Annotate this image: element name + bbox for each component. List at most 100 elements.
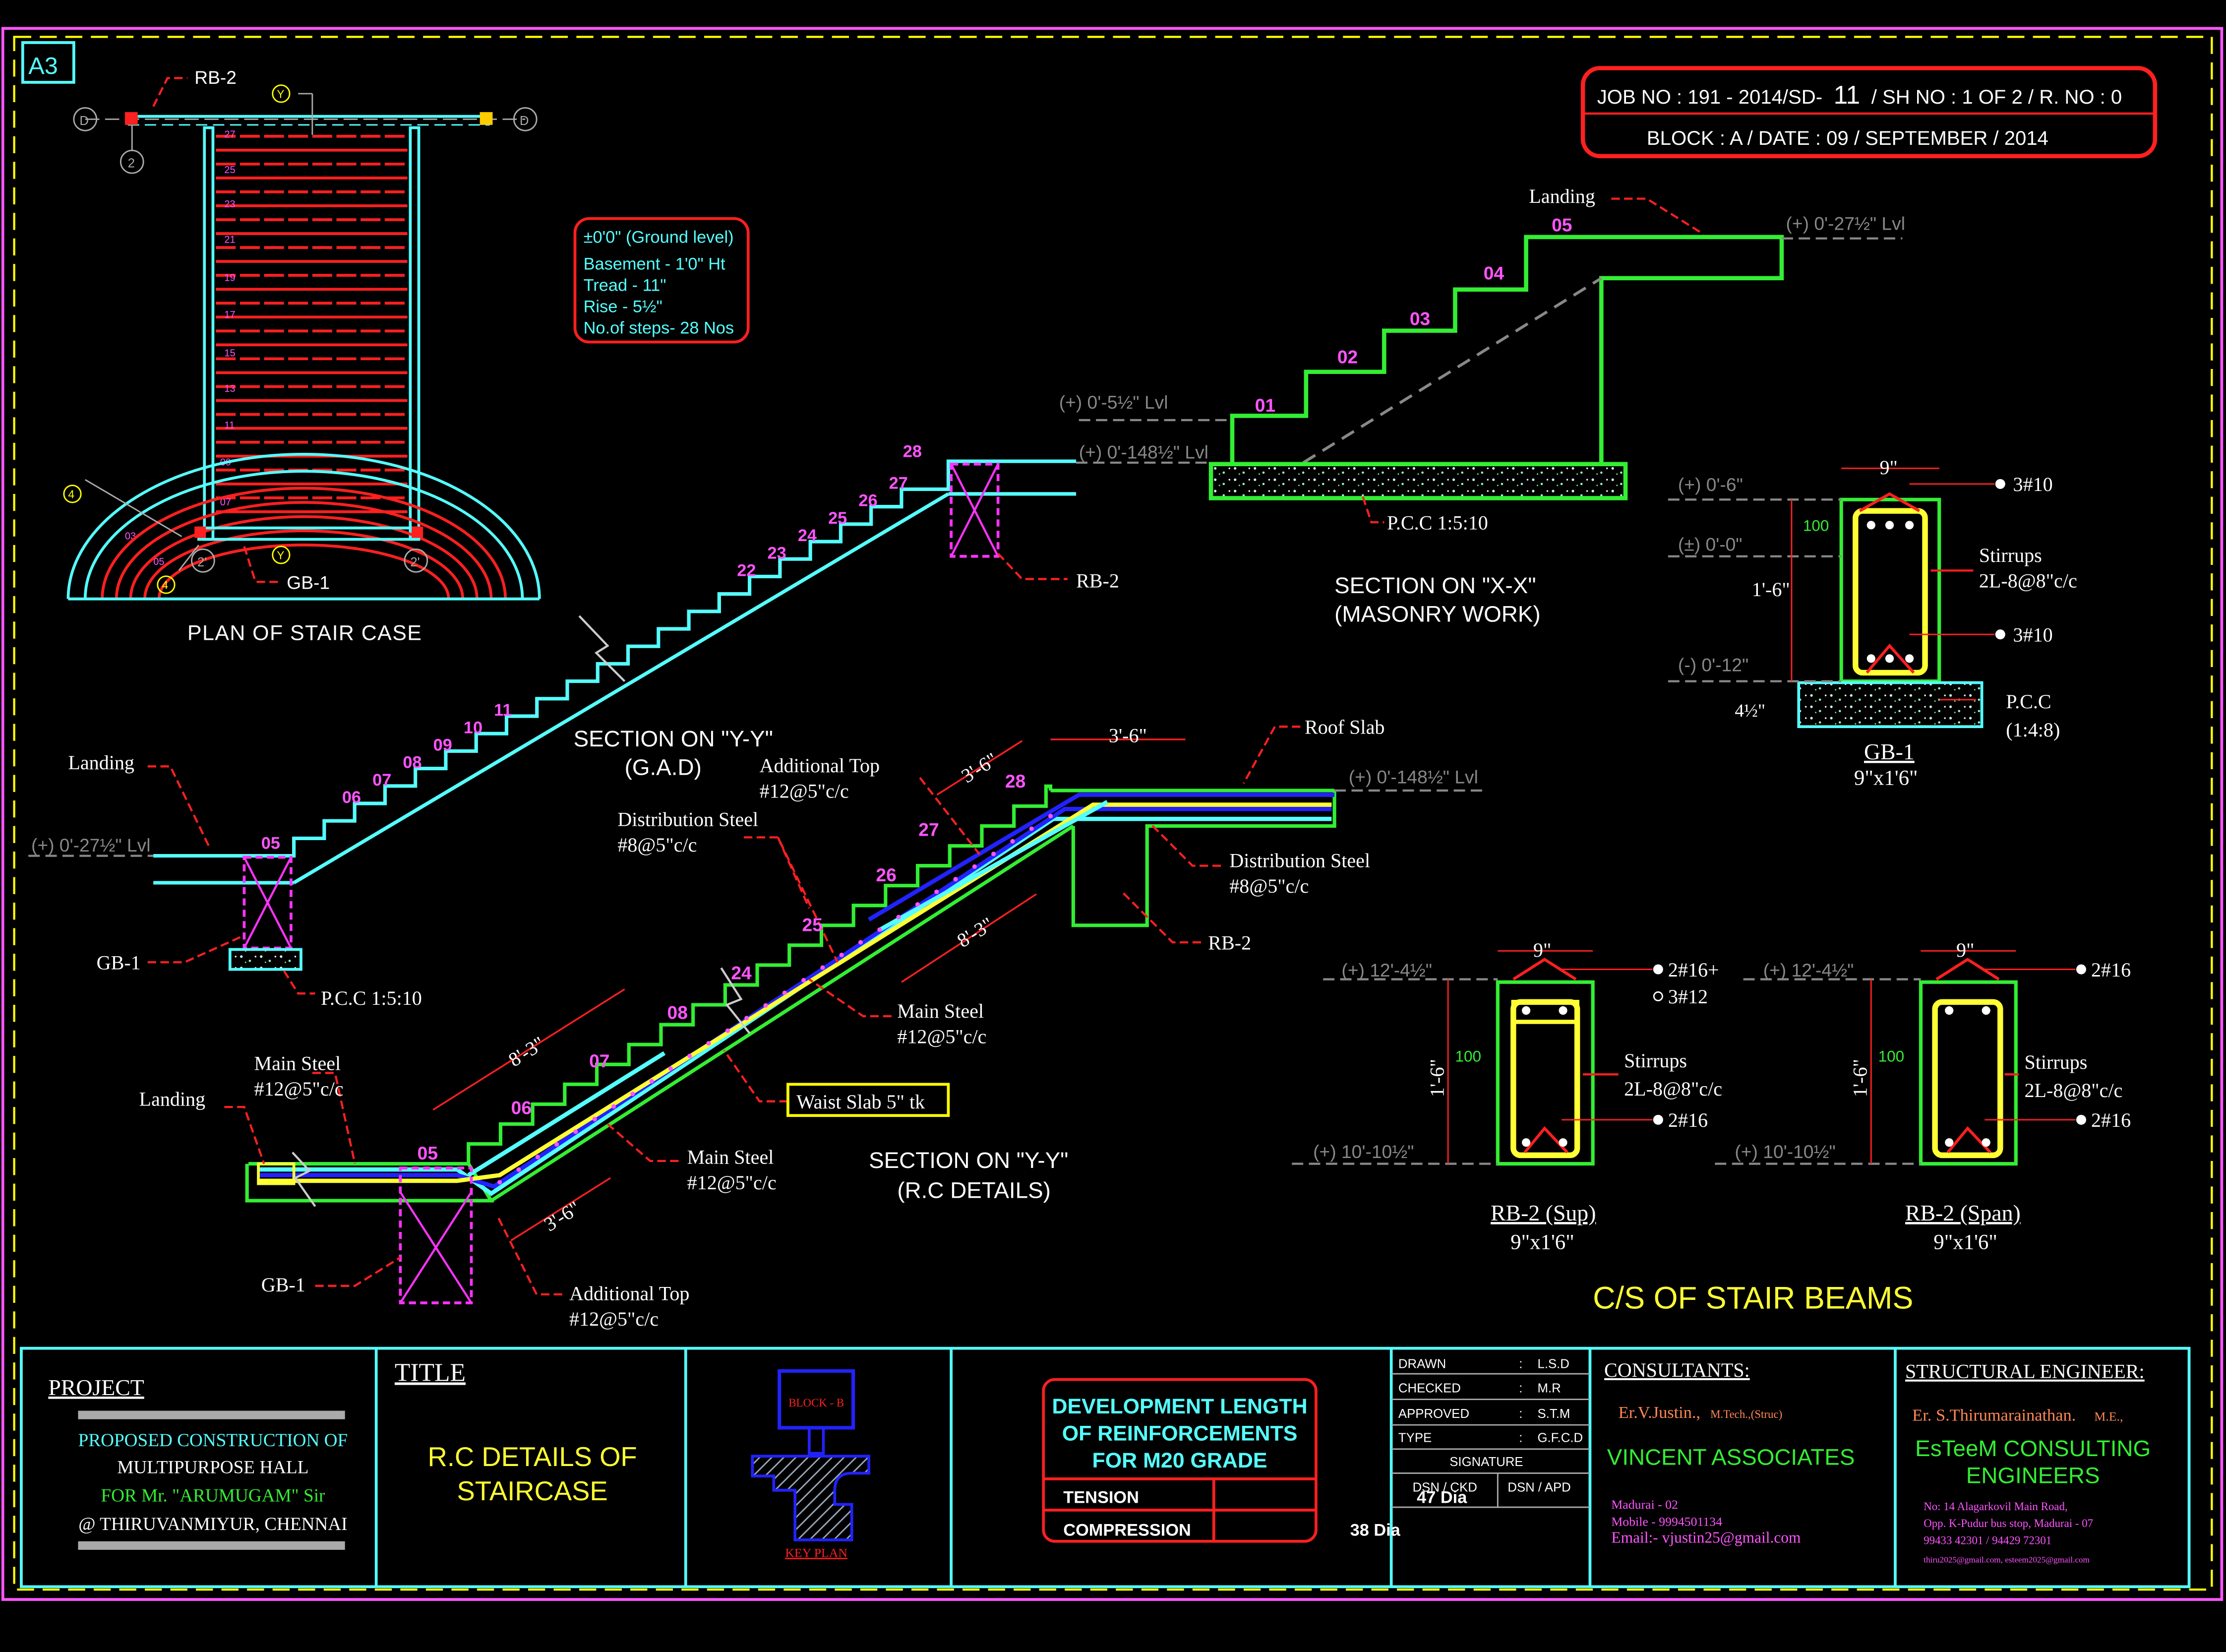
gb1-gad-label: GB-1 [97, 952, 141, 974]
landing-rc-label: Landing [139, 1088, 206, 1110]
consultants-heading: CONSULTANTS: [1604, 1359, 1750, 1381]
plan-step-number: 13 [224, 383, 235, 394]
pcc-xx-label: P.C.C 1:5:10 [1387, 511, 1488, 534]
plan-step-number: 21 [224, 234, 235, 245]
grid-label-4-right: 4 [162, 579, 168, 592]
gad-step-number: 24 [798, 526, 817, 545]
section-x-x: (+) 0'-5½" Lvl (+) 0'-27½" Lvl Landing 0… [1059, 185, 1905, 626]
plan-rb2-label: RB-2 [194, 67, 237, 88]
rb2-sup-top-bar-1: 2#16+ [1668, 959, 1719, 981]
rb2-sup-bot-bar: 2#16 [1668, 1109, 1708, 1131]
drawing-title-1: R.C DETAILS OF [428, 1442, 637, 1472]
gb1-width: 9" [1879, 456, 1897, 479]
gb1-lvl-3: (-) 0'-12" [1678, 655, 1748, 675]
gb1-stirrups-1: Stirrups [1979, 544, 2042, 566]
section-rc-subtitle: (R.C DETAILS) [897, 1177, 1051, 1203]
rc-step-number: 26 [876, 864, 896, 885]
plan-step-number: 11 [224, 420, 235, 431]
consultant-address-1: Madurai - 02 [1611, 1497, 1678, 1512]
distribution-bar-dot [535, 1155, 540, 1160]
section-xx-title: SECTION ON "X-X" [1334, 573, 1536, 598]
job-info-box [1580, 66, 2158, 159]
dim-83-lower: 8'-3" [504, 1032, 548, 1071]
distribution-bar-dot [972, 864, 977, 869]
plan-step-number: 07 [220, 497, 231, 508]
drawing-title-2: STAIRCASE [457, 1476, 607, 1506]
distribution-bar-dot [687, 1053, 692, 1058]
plan-step-number: 23 [224, 199, 235, 210]
gad-step-number: 08 [403, 753, 421, 772]
gad-step-number: 11 [494, 701, 512, 720]
rb2-sup-size: 9"x1'6" [1510, 1230, 1574, 1254]
drawn-colon: : [1519, 1357, 1522, 1371]
gad-step-number: 07 [372, 771, 391, 790]
grid-label-d-left: D [79, 114, 89, 128]
project-line-4: @ THIRUVANMIYUR, CHENNAI [78, 1514, 347, 1534]
gb1-cover: 100 [1803, 517, 1829, 534]
gb1-stirrups-2: 2L-8@8"c/c [1979, 570, 2077, 592]
distribution-bar-dot [1029, 826, 1034, 831]
engineer-qualification: M.E., [2094, 1409, 2123, 1424]
project-heading: PROJECT [48, 1375, 144, 1400]
gb1-pcc [1797, 681, 1984, 729]
checked-colon: : [1519, 1381, 1522, 1395]
main-steel-1b: #12@5"c/c [254, 1078, 343, 1100]
main-steel-3b: #12@5"c/c [687, 1171, 777, 1194]
project-line-1: PROPOSED CONSTRUCTION OF [78, 1430, 348, 1451]
sheet-size-box [21, 41, 75, 84]
dsn-apd-label: DSN / APD [1507, 1481, 1570, 1495]
key-plan-block: BLOCK - B [788, 1397, 844, 1409]
gb1-cross-section: 9" 3#10 3#10 100 Stirrups 2L-8@8"c/c (+)… [1668, 456, 2077, 790]
checked-label: CHECKED [1398, 1381, 1461, 1395]
rb2-sup-stirrups-2: 2L-8@8"c/c [1624, 1078, 1722, 1100]
outer-border [1, 27, 2224, 1601]
dist-steel-2a: Distribution Steel [1229, 849, 1370, 871]
rb2-span-depth: 1'-6" [1849, 1059, 1871, 1097]
engineer-firm-2: ENGINEERS [1966, 1463, 2100, 1488]
note-basement: Basement - 1'0" Ht [584, 255, 725, 274]
rb2-sup-lvl-top: (+) 12'-4½" [1341, 960, 1432, 980]
section-xx-subtitle: (MASONRY WORK) [1334, 601, 1541, 626]
plan-step-number: 17 [224, 309, 235, 320]
engineer-firm-1: EsTeeM CONSULTING [1915, 1436, 2151, 1461]
gb1-pcc-depth: 4½" [1735, 701, 1765, 721]
distribution-bar-dot [763, 1003, 768, 1008]
cs-stair-beams-title: C/S OF STAIR BEAMS [1593, 1281, 1913, 1315]
approved-value: S.T.M [1538, 1407, 1570, 1421]
add-top-2a: Additional Top [569, 1282, 689, 1304]
distribution-bar-dot [592, 1116, 597, 1122]
section-gad-title: SECTION ON "Y-Y" [574, 726, 773, 751]
distribution-bar-dot [554, 1142, 559, 1147]
dim-36-upper: 3'-6" [958, 748, 1002, 787]
type-colon: : [1519, 1431, 1522, 1445]
plan-gb1-label: GB-1 [287, 572, 330, 593]
rb2-span-bot-bar: 2#16 [2091, 1109, 2131, 1131]
gb1-pcc-1: P.C.C [2006, 690, 2051, 713]
approved-label: APPROVED [1398, 1407, 1469, 1421]
note-rise: Rise - 5½" [584, 298, 662, 316]
section-y-y-rc: 8'-3" 3'-6" 8'-3" 3'-6" 3'-6" (+) 0'-148… [139, 716, 1484, 1330]
gb1-name: GB-1 [1864, 739, 1915, 764]
consultant-name: Er.V.Justin., [1619, 1403, 1700, 1422]
rc-step-number: 24 [731, 963, 752, 983]
gad-step-number: 23 [768, 544, 786, 562]
engineer-email: thiru2025@gmail.com, esteem2025@gmail.co… [1924, 1555, 2090, 1565]
gad-step-number: 28 [903, 442, 922, 461]
stair-notes-box: ±0'0" (Ground level) Basement - 1'0" Ht … [573, 217, 750, 344]
rb2-sup-cover: 100 [1455, 1048, 1481, 1065]
key-plan-label: KEY PLAN [785, 1545, 847, 1560]
distribution-bar-dot [649, 1079, 654, 1084]
waist-slab-box [786, 1083, 950, 1117]
note-tread: Tread - 11" [584, 276, 666, 295]
project-line-3: FOR Mr. "ARUMUGAM" Sir [101, 1486, 325, 1506]
distribution-bar-dot [630, 1091, 635, 1097]
dist-steel-2b: #8@5"c/c [1229, 875, 1309, 897]
rc-step-number: 27 [918, 819, 939, 840]
inner-border [13, 36, 2213, 1591]
grid-label-2p-left: 2' [197, 555, 207, 569]
consultant-address-2: Mobile - 9994501134 [1611, 1514, 1722, 1529]
distribution-bar-dot [516, 1167, 521, 1172]
plan-step-number: 27 [224, 129, 235, 140]
rb2-sup-stirrups-1: Stirrups [1624, 1049, 1687, 1072]
plan-step-number: 19 [224, 273, 235, 284]
